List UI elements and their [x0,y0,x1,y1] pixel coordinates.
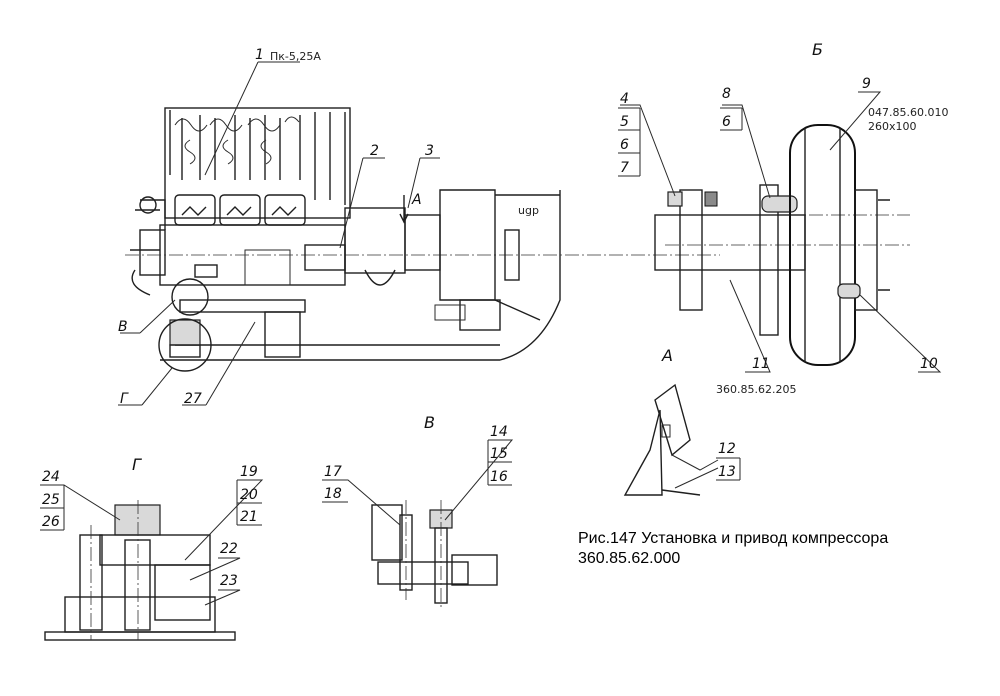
label-1: 1 [255,47,264,63]
label-3: 3 [425,143,434,159]
label-12: 12 [718,441,736,457]
pulley-size-label: 260x100 [868,120,917,133]
label-23: 23 [220,573,238,589]
callout-g-label: Г [120,391,129,407]
label-27: 27 [184,391,202,407]
arrow-a-label: А [411,192,422,208]
view-a [623,383,741,496]
view-a-title: А [661,346,673,365]
label-25: 25 [42,492,60,508]
label-6-b: 6 [722,114,731,130]
label-24: 24 [42,469,60,485]
label-9: 9 [862,76,871,92]
label-13: 13 [718,464,736,480]
label-5: 5 [620,114,629,130]
label-17: 17 [324,464,342,480]
callout-v-label: В [118,319,128,335]
view-g-title: Г [132,455,142,474]
view-v-title: В [424,413,435,432]
label-19: 19 [240,464,258,480]
label-8: 8 [722,86,731,102]
view-v [322,439,514,610]
label-15: 15 [490,446,508,462]
label-6: 6 [620,137,629,153]
label-16: 16 [490,469,508,485]
label-20: 20 [240,487,258,503]
label-14: 14 [490,424,508,440]
view-g [40,479,264,641]
view-b-title: Б [812,40,823,59]
label-22: 22 [220,541,238,557]
caption-code: 360.85.62.000 [578,550,680,567]
label-18: 18 [324,486,342,502]
view-b [618,91,942,373]
label-21: 21 [240,509,258,525]
caption-title: Рис.147 Установка и привод компрессора [578,530,888,547]
shaft-code-label: 360.85.62.205 [716,383,796,396]
label-7: 7 [620,160,629,176]
stamp-label: ugp [518,204,539,217]
pulley-code-label: 047.85.60.010 [868,106,948,119]
label-10: 10 [920,356,938,372]
label-2: 2 [370,143,379,159]
main-view [118,61,720,406]
label-4: 4 [620,91,629,107]
label-26: 26 [42,514,60,530]
label-11: 11 [752,356,770,372]
compressor-model-label: Пк-5,25А [270,50,321,63]
